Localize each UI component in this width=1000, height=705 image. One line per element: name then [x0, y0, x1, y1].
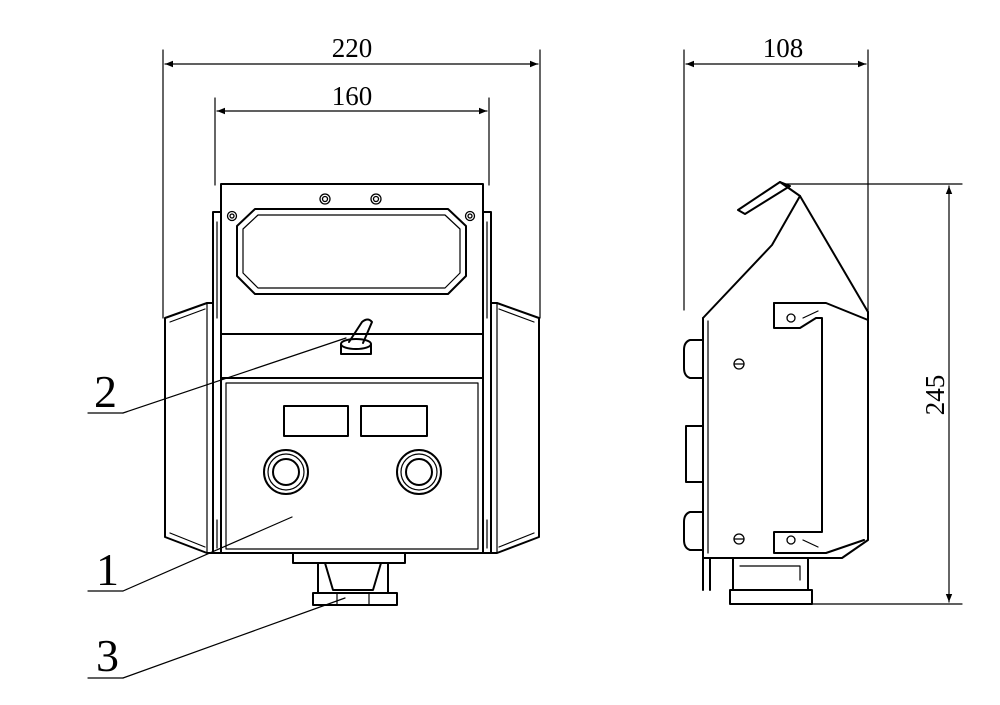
knob-right-icon [396, 449, 442, 495]
callout-label-2: 2 [94, 366, 117, 417]
indicator-window-left [283, 405, 349, 437]
dimension-label-108: 108 [763, 33, 804, 63]
knob-profile [685, 425, 704, 483]
socket-stem [702, 557, 711, 591]
right-bracket [482, 211, 492, 554]
knob-profile [683, 511, 704, 551]
hang-hook [737, 181, 791, 215]
window-frame [236, 208, 467, 295]
dimension-overall-width: 220 [162, 33, 541, 319]
knob-left-icon [263, 449, 309, 495]
bottom-socket [292, 552, 406, 606]
dimension-depth: 108 [683, 33, 869, 319]
back-plate [220, 183, 484, 335]
dimension-inner-width: 160 [214, 81, 490, 186]
dimension-label-160: 160 [332, 81, 373, 111]
front-panel [220, 377, 484, 554]
toggle-switch-icon [348, 318, 373, 344]
left-wing [164, 302, 214, 554]
dimension-label-245: 245 [920, 375, 950, 416]
indicator-window-right [360, 405, 428, 437]
side-bracket [773, 302, 869, 321]
dimension-height: 245 [784, 183, 963, 605]
callout-label-3: 3 [96, 630, 119, 681]
callout-1: 1 [87, 516, 293, 595]
callout-2: 2 [87, 337, 347, 417]
switch-band [220, 333, 484, 379]
callout-label-1: 1 [96, 544, 119, 595]
right-wing [490, 302, 540, 554]
side-view [683, 181, 869, 605]
toggle-profile [683, 339, 704, 379]
dimension-label-220: 220 [332, 33, 373, 63]
callout-3: 3 [87, 597, 346, 681]
front-view [164, 183, 540, 606]
body-roof [702, 195, 801, 319]
side-socket [732, 557, 809, 591]
